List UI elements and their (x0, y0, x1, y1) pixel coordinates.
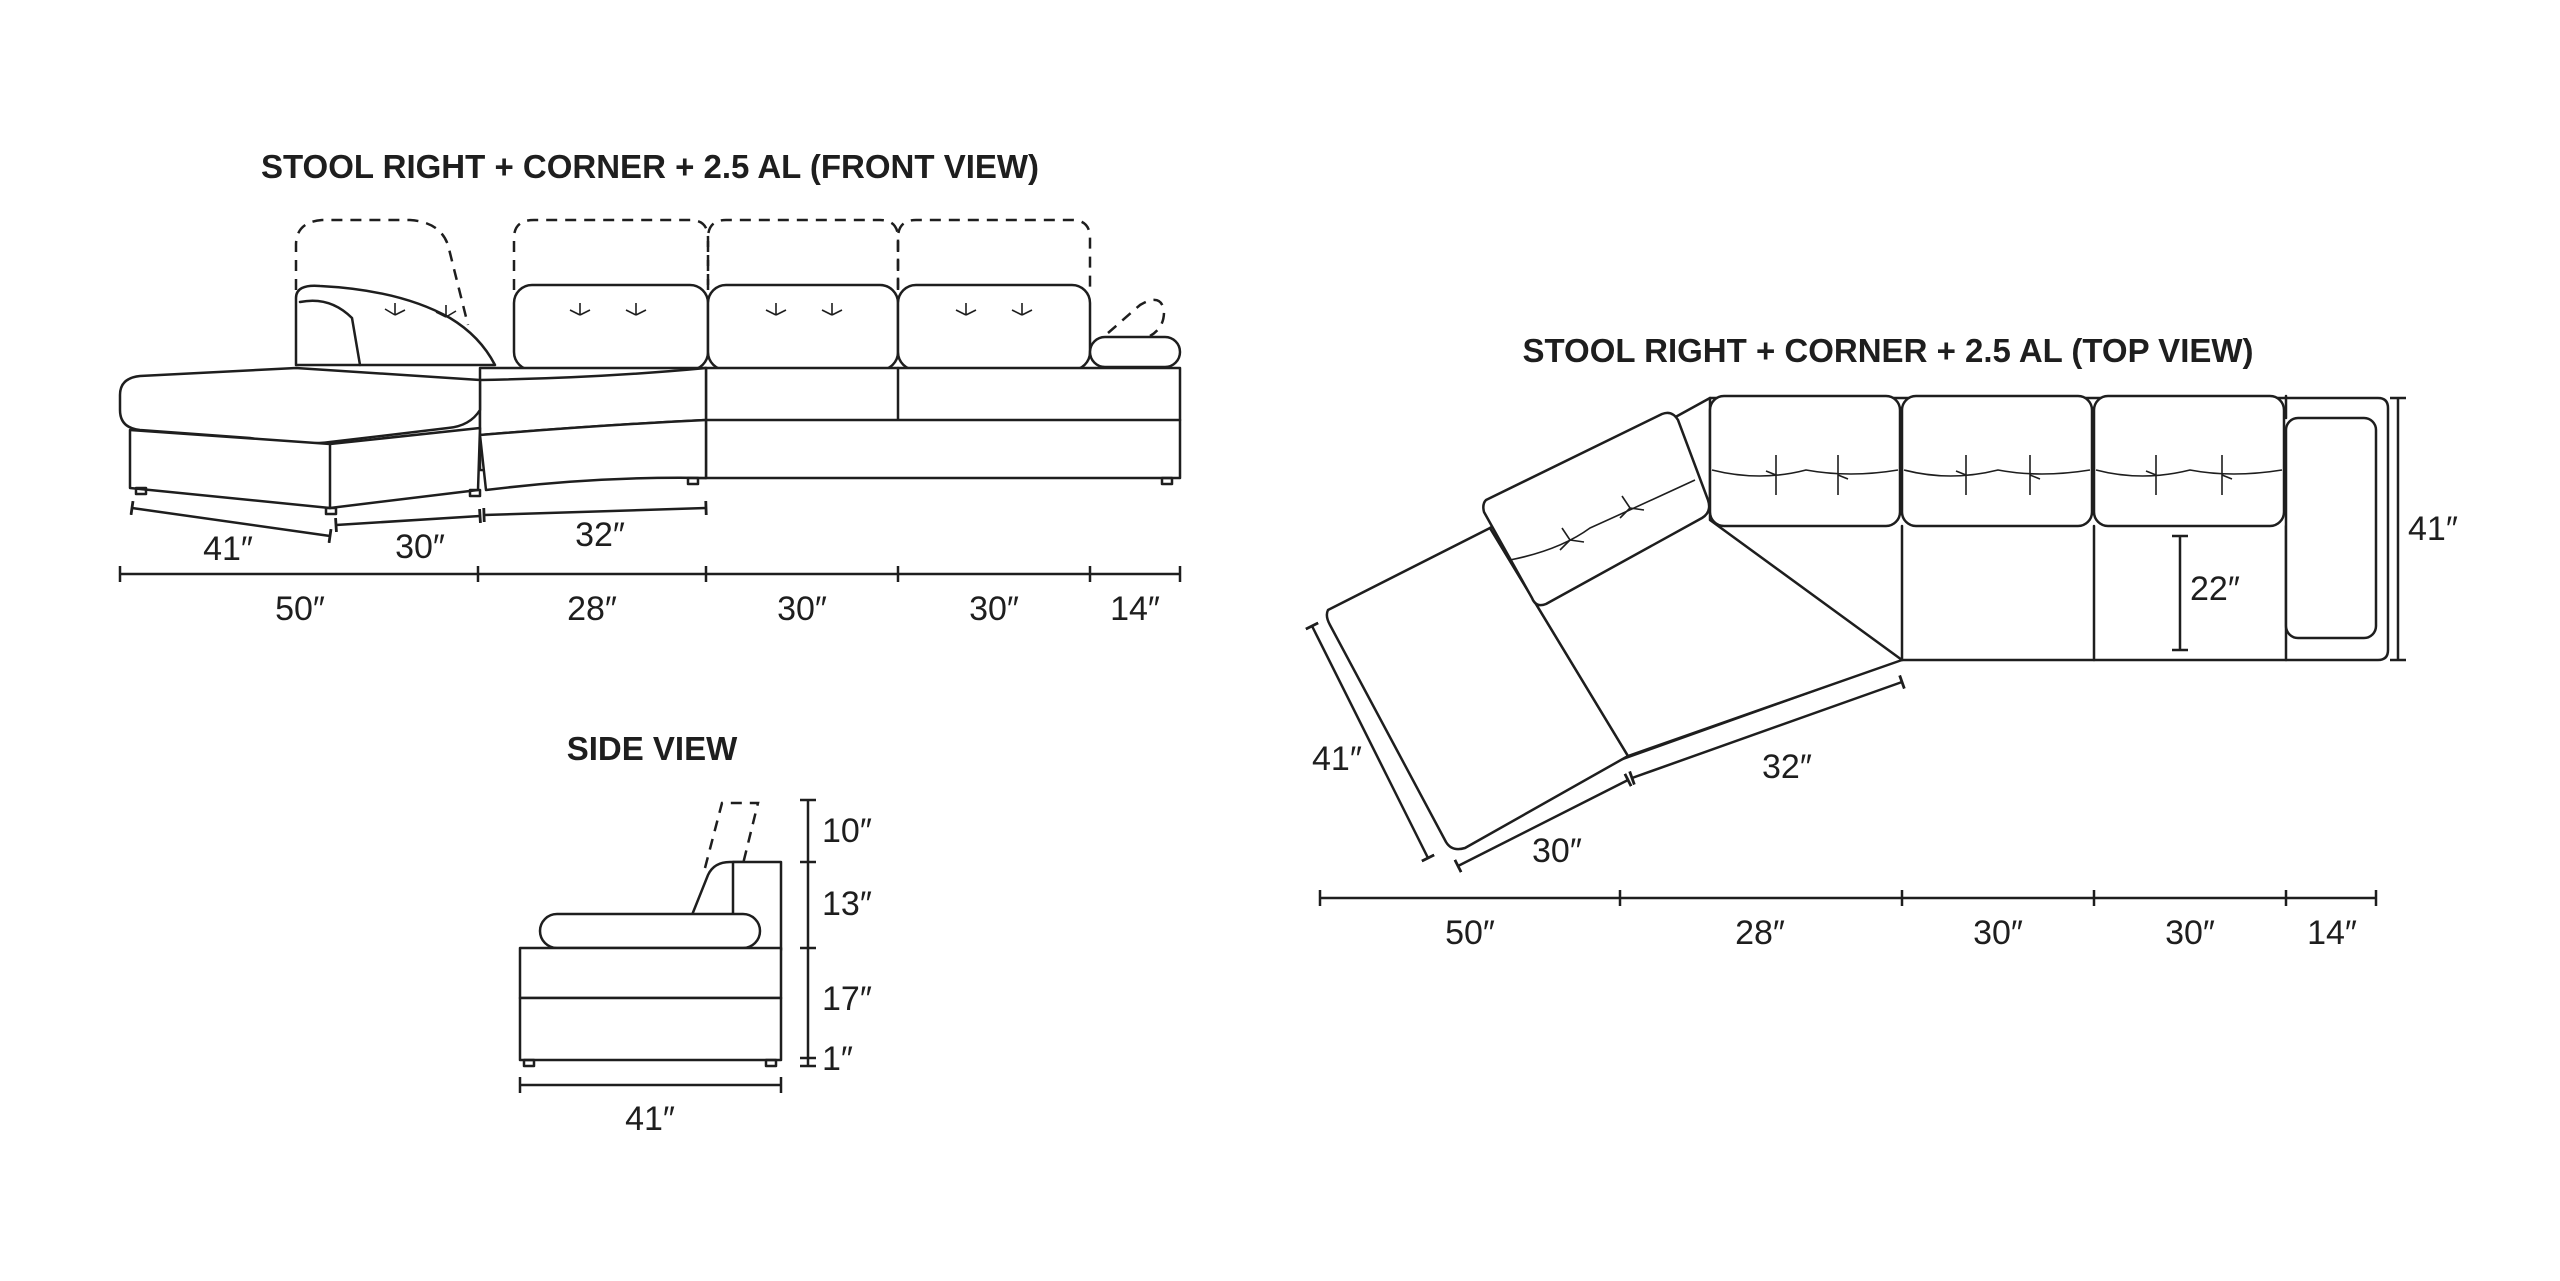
dimension-label: 28″ (567, 590, 617, 628)
side-base-lower (518, 996, 783, 1062)
dimension-label: 41″ (625, 1100, 675, 1138)
dimension-label: 50″ (275, 590, 325, 628)
side-view-title: SIDE VIEW (567, 730, 738, 767)
front-view: STOOL RIGHT + CORNER + 2.5 AL (FRONT VIE… (118, 148, 1182, 628)
front-view-title: STOOL RIGHT + CORNER + 2.5 AL (FRONT VIE… (261, 148, 1039, 185)
raised-headrest-outline (294, 218, 470, 326)
dimension-ticks (118, 566, 1182, 582)
foot (1160, 476, 1174, 486)
back-cushion (1900, 394, 2094, 528)
dimension-label: 1″ (822, 1040, 853, 1078)
tufting-seam (1509, 479, 1696, 561)
dimension-line (334, 508, 482, 533)
raised-armrest-outline (1107, 298, 1166, 338)
dimension-label: 30″ (2165, 914, 2215, 952)
dimension-ticks (2172, 534, 2188, 652)
dimension-ticks (1318, 890, 2378, 906)
corner-back-cushion (1482, 411, 1711, 607)
dimension-label: 32″ (575, 516, 625, 554)
foot (686, 476, 700, 486)
side-seat-cushion (538, 912, 762, 950)
dimension-label: 30″ (969, 590, 1019, 628)
raised-headrest-outline (512, 218, 710, 290)
dimension-line (129, 500, 333, 544)
tufting-marks (1559, 495, 1645, 551)
dimension-line (1453, 773, 1633, 873)
dimension-line (1305, 621, 1435, 863)
dimension-label: 32″ (1762, 748, 1812, 786)
dimension-label: 28″ (1735, 914, 1785, 952)
dimension-label: 50″ (1445, 914, 1495, 952)
dimension-label: 22″ (2190, 570, 2240, 608)
dimension-ticks (2390, 396, 2406, 662)
side-base-upper (518, 946, 783, 1000)
foot (134, 486, 148, 496)
dimension-label: 10″ (822, 812, 872, 850)
raised-headrest-outline (706, 218, 900, 290)
raised-headrest-outline (896, 218, 1092, 290)
dimension-label: 41″ (203, 530, 253, 568)
dimension-label: 30″ (395, 528, 445, 566)
back-cushion (512, 283, 710, 372)
dimension-ticks (800, 798, 816, 1068)
tufting-marks (384, 303, 1033, 318)
dimension-label: 41″ (1312, 740, 1362, 778)
dimension-label: 30″ (777, 590, 827, 628)
dimension-label: 14″ (2307, 914, 2357, 952)
dimension-line (482, 500, 708, 523)
tufting-seam (1711, 469, 2283, 477)
top-view: STOOL RIGHT + CORNER + 2.5 AL (TOP VIEW) (1305, 332, 2458, 952)
tufting-marks (1765, 455, 2233, 495)
back-cushion (896, 283, 1092, 372)
dimension-label: 41″ (2408, 510, 2458, 548)
dimension-label: 13″ (822, 885, 872, 923)
raised-headrest-outline (703, 801, 760, 869)
corner-headrest-roll (298, 299, 362, 367)
corner-back-cushion (294, 284, 497, 367)
dimension-label: 30″ (1973, 914, 2023, 952)
foot (468, 488, 482, 498)
dimension-label: 30″ (1532, 832, 1582, 870)
side-view: SIDE VIEW 10″ 13″ 17″ 1″ 41″ (518, 730, 872, 1138)
back-cushion (2092, 394, 2286, 528)
corner-base (478, 418, 708, 492)
chaise-cushion (118, 366, 482, 445)
dimension-label: 17″ (822, 980, 872, 1018)
foot (764, 1058, 778, 1068)
top-view-title: STOOL RIGHT + CORNER + 2.5 AL (TOP VIEW) (1522, 332, 2253, 369)
dimension-line (1628, 674, 1906, 786)
armrest (2284, 416, 2378, 640)
foot (324, 506, 338, 516)
arm-pad (1088, 335, 1182, 369)
foot (522, 1058, 536, 1068)
dimension-label: 14″ (1110, 590, 1160, 628)
back-cushion (706, 283, 900, 372)
dimension-ticks (518, 1077, 783, 1093)
back-cushion (1708, 394, 1902, 528)
